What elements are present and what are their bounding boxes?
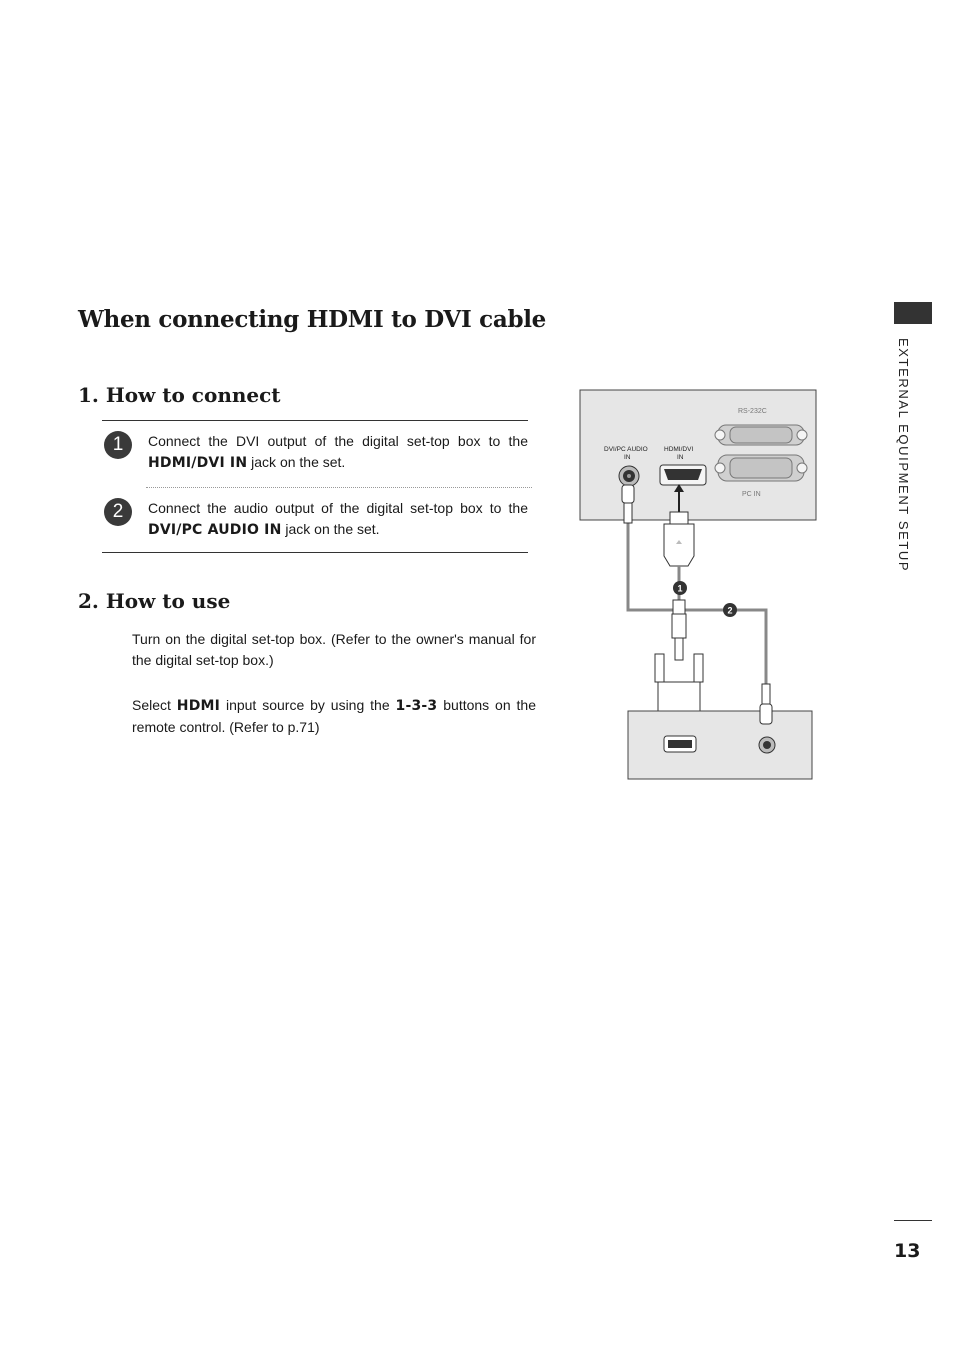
keyword-dvi-pc-audio-in: DVI/PC AUDIO IN xyxy=(148,522,282,538)
keyword-hdmi-dvi-in: HDMI/DVI IN xyxy=(148,455,248,471)
hdmi-plug-icon xyxy=(663,511,695,567)
dvi-pc-audio-in-label: IN xyxy=(624,454,631,461)
step-badge-1: 1 xyxy=(104,431,132,459)
connection-diagram: RS-232C PC IN DVI/PC AUDIO IN HDMI/DVI I… xyxy=(579,389,817,780)
dvi-pc-audio-label: DVI/PC AUDIO xyxy=(604,446,648,453)
step-1-text: Connect the DVI output of the digital se… xyxy=(148,433,528,471)
audio-plug-bottom-icon xyxy=(759,683,773,725)
section-label: EXTERNAL EQUIPMENT SETUP xyxy=(896,338,911,573)
audio-cable xyxy=(626,523,768,684)
stb-dvi-port-icon xyxy=(663,735,697,753)
audio-plug-top-icon xyxy=(621,484,635,524)
rs232c-port-icon xyxy=(714,424,808,446)
keyword-hdmi: HDMI xyxy=(176,698,221,714)
stb-audio-jack-icon xyxy=(758,736,776,754)
bottom-rule xyxy=(102,552,528,553)
section-tab xyxy=(894,302,932,324)
page-title: When connecting HDMI to DVI cable xyxy=(78,306,547,333)
hdmi-dvi-label: HDMI/DVI xyxy=(664,446,693,453)
tv-audio-jack-icon xyxy=(618,465,640,487)
svg-text:1: 1 xyxy=(677,584,682,594)
how-to-use-paragraph-2: Select HDMI input source by using the 1-… xyxy=(132,697,536,735)
step-marker-1: 1 xyxy=(673,581,687,595)
rs232c-label: RS-232C xyxy=(738,408,767,415)
hdmi-arrow-icon xyxy=(674,484,684,512)
pc-in-label: PC IN xyxy=(742,491,761,498)
section-heading-how-to-connect: 1. How to connect xyxy=(78,383,281,407)
page-number: 13 xyxy=(894,1240,921,1262)
footer-rule xyxy=(894,1220,932,1221)
hdmi-dvi-in-label: IN xyxy=(677,454,684,461)
svg-text:2: 2 xyxy=(727,606,732,616)
keyword-1-3-3: 1-3-3 xyxy=(395,698,438,714)
section-heading-how-to-use: 2. How to use xyxy=(78,589,231,613)
step-2-text: Connect the audio output of the digital … xyxy=(148,500,528,538)
how-to-use-paragraph-1: Turn on the digital set-top box. (Refer … xyxy=(132,631,536,668)
step-marker-2: 2 xyxy=(723,603,737,617)
pc-in-port-icon xyxy=(714,454,808,482)
step-divider xyxy=(146,487,532,488)
set-top-box-panel xyxy=(627,710,813,780)
tv-hdmi-jack-icon xyxy=(659,464,707,486)
step-badge-2: 2 xyxy=(104,498,132,526)
top-rule xyxy=(102,420,528,421)
